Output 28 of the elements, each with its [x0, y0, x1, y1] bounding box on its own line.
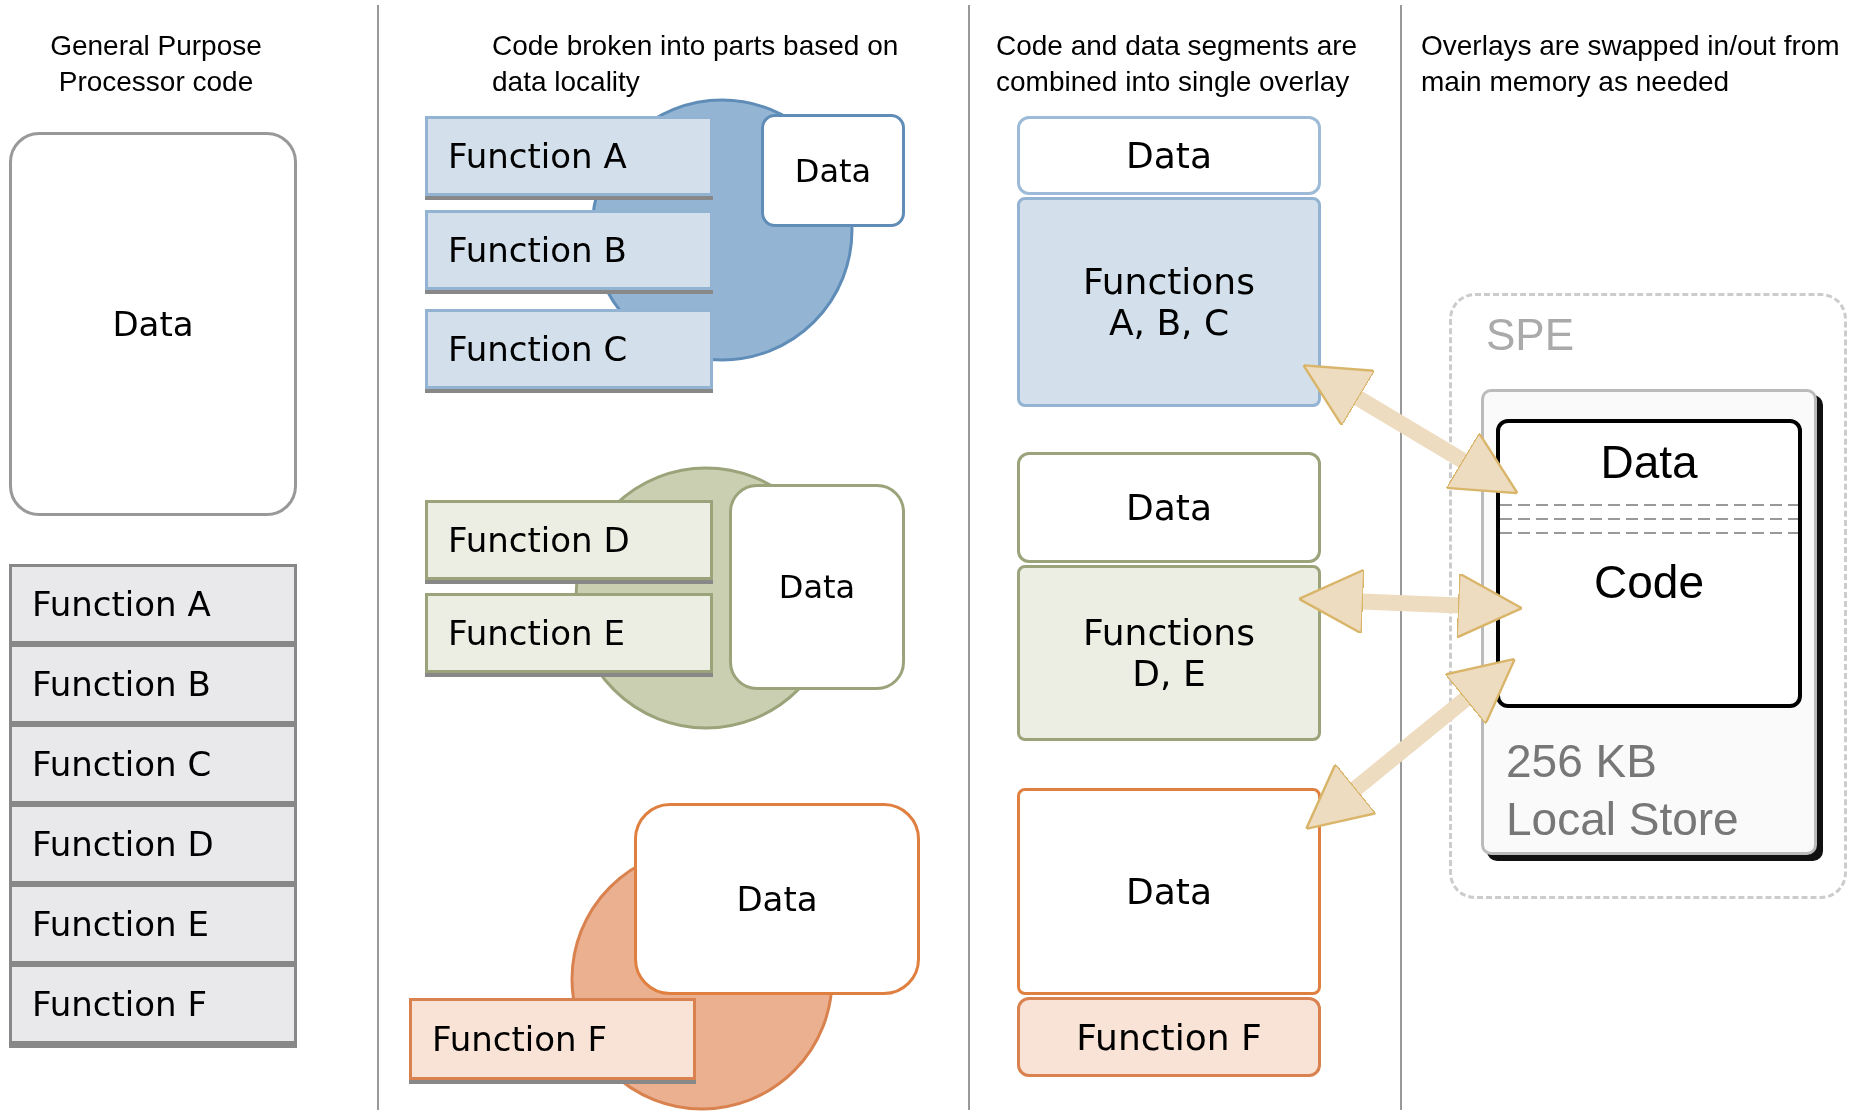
dashed-container	[1449, 293, 1847, 899]
functions-block: Functions A, B, C	[1017, 197, 1321, 407]
data-block: Data	[634, 803, 920, 995]
function-block: Function D	[9, 804, 297, 884]
region-label: Data	[1599, 435, 1699, 489]
data-block: Data	[1017, 788, 1321, 995]
column-heading: Code broken into parts based on data locality	[492, 29, 900, 99]
function-block: Function A	[9, 564, 297, 644]
memory-region	[1496, 419, 1802, 708]
column-heading: Overlays are swapped in/out from main memory as needed	[1421, 29, 1841, 99]
functions-block: Function F	[1017, 997, 1321, 1077]
container-title: SPE	[1486, 310, 1575, 360]
data-block: Data	[729, 484, 905, 690]
function-block: Function B	[9, 644, 297, 724]
column-heading: Code and data segments are combined into single overlay	[996, 29, 1359, 99]
double-arrow	[1305, 657, 1516, 831]
functions-block: Functions D, E	[1017, 565, 1321, 741]
region-label: Code	[1593, 555, 1705, 609]
function-block: Function C	[9, 724, 297, 804]
data-block: Data	[1017, 452, 1321, 563]
double-arrow	[1302, 364, 1519, 495]
data-block: Data	[9, 132, 297, 516]
data-block: Data	[761, 114, 905, 227]
memory-label: 256 KB Local Store	[1506, 734, 1740, 847]
data-block: Data	[1017, 116, 1321, 195]
column-heading: General Purpose Processor code	[49, 29, 263, 99]
double-arrow	[1297, 568, 1524, 639]
function-block: Function E	[9, 884, 297, 964]
